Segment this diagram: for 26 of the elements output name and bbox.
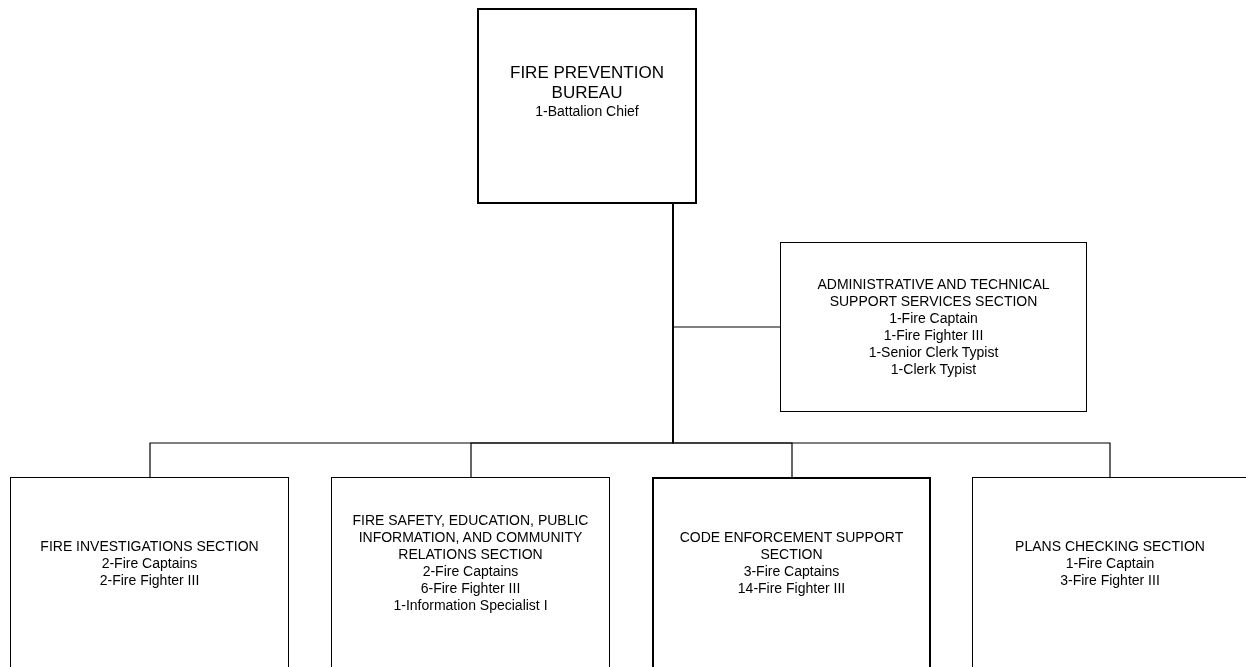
- staff-line: 2-Fire Fighter III: [99, 571, 200, 589]
- section-title: PLANS CHECKING SECTION: [1015, 537, 1205, 555]
- section-title: CODE ENFORCEMENT SUPPORT SECTION: [678, 529, 905, 563]
- staff-line: 1-Battalion Chief: [535, 102, 639, 120]
- section-title: FIRE SAFETY, EDUCATION, PUBLIC INFORMATION, AND COMMUNITY RELATIONS SECTION: [351, 512, 590, 563]
- org-box: [780, 242, 1087, 412]
- staff-line: 1-Fire Captain: [1065, 554, 1155, 572]
- section-title: FIRE PREVENTION BUREAU: [509, 62, 665, 103]
- staff-line: 6-Fire Fighter III: [420, 580, 521, 597]
- section-title: ADMINISTRATIVE AND TECHNICAL SUPPORT SERVICES SECTION: [816, 276, 1051, 310]
- staff-line: 14-Fire Fighter III: [737, 580, 846, 597]
- staff-line: 1-Information Specialist I: [393, 597, 548, 614]
- section-title: FIRE INVESTIGATIONS SECTION: [40, 537, 259, 555]
- staff-line: 3-Fire Captains: [743, 563, 840, 580]
- staff-line: 2-Fire Captains: [422, 563, 519, 580]
- staff-line: 1-Clerk Typist: [890, 361, 977, 378]
- org-box: [10, 477, 289, 667]
- org-box: [331, 477, 610, 667]
- staff-line: 1-Senior Clerk Typist: [868, 344, 999, 361]
- org-box: [477, 8, 697, 204]
- staff-line: 2-Fire Captains: [101, 554, 198, 572]
- staff-line: 1-Fire Fighter III: [883, 327, 984, 344]
- staff-line: 1-Fire Captain: [889, 310, 978, 327]
- org-box: [972, 477, 1246, 667]
- org-box: [652, 477, 931, 667]
- staff-line: 3-Fire Fighter III: [1060, 571, 1160, 589]
